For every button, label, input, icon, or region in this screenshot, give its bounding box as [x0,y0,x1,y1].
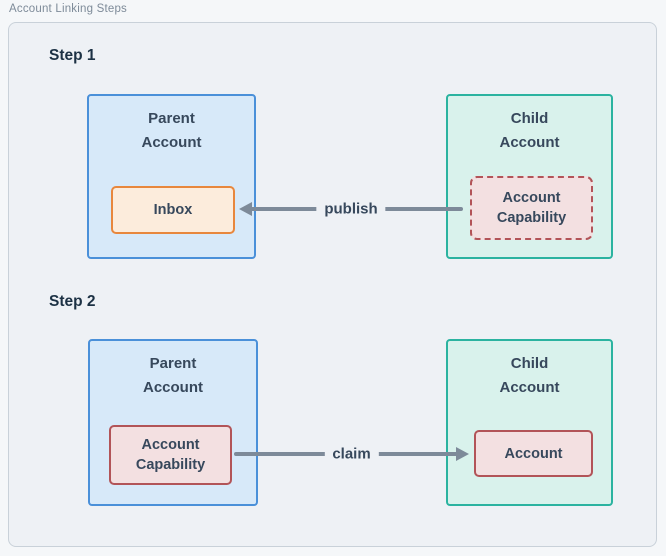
publish-arrow-label: publish [316,200,386,218]
step2-account-label: Account [504,445,563,462]
step2-account-capability-label: Account Capability [135,437,206,473]
publish-arrowhead-icon [239,202,252,216]
step1-account-capability-node: Account Capability [470,176,593,240]
step2-parent-node-title: Parent Account [143,355,203,396]
publish-arrow: publish [239,200,463,218]
claim-arrowhead-icon [456,447,469,461]
step2-account-capability-node: Account Capability [109,425,232,485]
step1-inbox-label: Inbox [153,202,193,218]
step1-parent-account-node: Parent Account Inbox [87,94,256,259]
diagram-title: Account Linking Steps [9,3,127,15]
step2-child-account-node: Child Account Account [446,339,613,506]
step1-parent-node-title: Parent Account [141,110,202,151]
step1-account-capability-label: Account Capability [496,190,567,226]
step-1-label: Step 1 [49,47,96,64]
step1-child-account-node: Child Account Account Capability [446,94,613,259]
step1-inbox-node: Inbox [111,186,235,234]
step2-parent-account-node: Parent Account Account Capability [88,339,258,506]
diagram-container: Step 1 Parent Account Inbox Child Accoun… [8,22,657,547]
step2-account-node: Account [474,430,593,477]
claim-arrow: claim [234,445,469,463]
step-2-label: Step 2 [49,293,96,310]
step2-child-node-title: Child Account [499,355,560,396]
claim-arrow-label: claim [324,445,379,463]
step1-child-node-title: Child Account [499,110,560,151]
